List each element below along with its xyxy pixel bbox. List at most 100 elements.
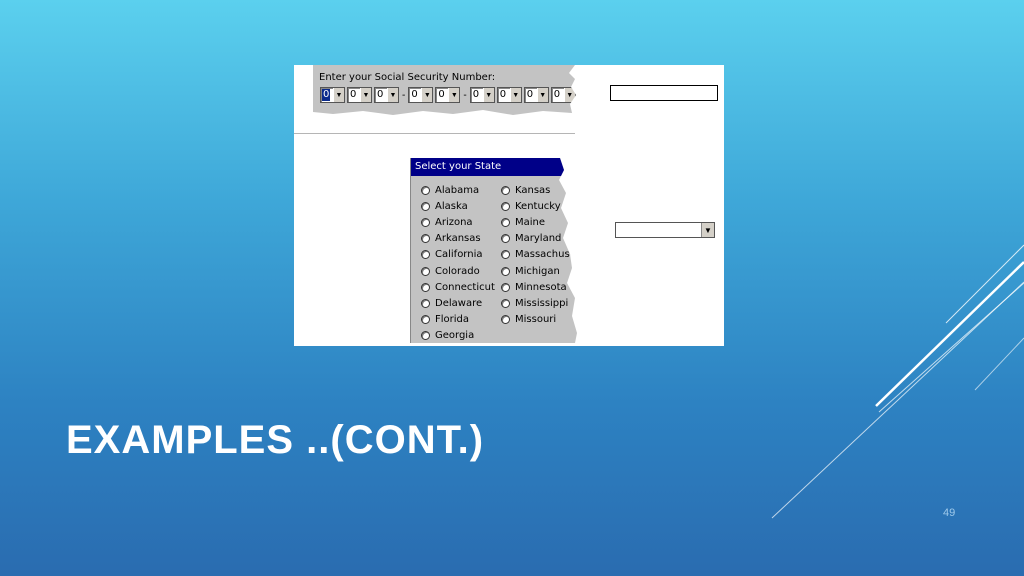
ssn-digit-spinner[interactable]: 0▼ bbox=[435, 87, 461, 103]
example-screenshot: Enter your Social Security Number: 0▼0▼0… bbox=[294, 65, 724, 346]
ssn-digit-value: 0 bbox=[526, 89, 534, 100]
ssn-digit-value: 0 bbox=[472, 89, 480, 100]
radio-button[interactable] bbox=[421, 185, 430, 195]
state-option-label: Delaware bbox=[435, 297, 483, 309]
state-radio-option[interactable]: Maine bbox=[501, 214, 577, 230]
state-radio-option[interactable]: Delaware bbox=[421, 295, 495, 311]
state-option-label: Georgia bbox=[435, 330, 475, 342]
state-option-label: Missouri bbox=[515, 314, 557, 326]
radio-button[interactable] bbox=[501, 185, 510, 195]
ssn-digit-spinner[interactable]: 0▼ bbox=[347, 87, 372, 103]
radio-button[interactable] bbox=[501, 234, 510, 244]
chevron-down-icon[interactable]: ▼ bbox=[482, 88, 494, 102]
state-radio-option[interactable]: Mississippi bbox=[501, 295, 577, 311]
chevron-down-icon[interactable]: ▼ bbox=[536, 88, 548, 102]
state-radio-option[interactable]: Kentucky bbox=[501, 198, 577, 214]
divider bbox=[294, 133, 575, 134]
chevron-down-icon[interactable]: ▼ bbox=[333, 88, 344, 102]
state-option-label: Mississippi bbox=[515, 297, 569, 309]
ssn-label: Enter your Social Security Number: bbox=[319, 72, 496, 83]
ssn-digit-value: 0 bbox=[322, 89, 330, 101]
state-radio-option[interactable]: Connecticut bbox=[421, 279, 495, 295]
state-radio-option[interactable]: Colorado bbox=[421, 263, 495, 279]
state-option-label: Maryland bbox=[515, 233, 562, 245]
ssn-digit-spinner[interactable]: 0▼ bbox=[408, 87, 434, 103]
ssn-digit-value: 0 bbox=[438, 89, 445, 100]
ssn-digit-value: 0 bbox=[377, 89, 384, 100]
radio-button[interactable] bbox=[501, 201, 510, 211]
state-radio-option[interactable]: Georgia bbox=[421, 328, 495, 343]
ssn-spinner-row: 0▼0▼0▼-0▼0▼-0▼0▼0▼0▼ bbox=[320, 87, 576, 103]
state-option-label: Massachusetts bbox=[515, 249, 589, 261]
radio-button[interactable] bbox=[421, 250, 430, 260]
radio-button[interactable] bbox=[501, 266, 510, 276]
radio-button[interactable] bbox=[421, 331, 430, 341]
chevron-down-icon[interactable]: ▼ bbox=[448, 88, 460, 102]
state-radio-option[interactable]: Arizona bbox=[421, 214, 495, 230]
radio-button[interactable] bbox=[501, 315, 510, 325]
state-radio-option[interactable]: Massachusetts bbox=[501, 247, 589, 263]
state-option-label: Michigan bbox=[515, 265, 560, 277]
state-radio-option[interactable]: Maryland bbox=[501, 231, 577, 247]
state-option-label: Colorado bbox=[435, 265, 480, 277]
state-option-label: Alabama bbox=[435, 184, 480, 196]
state-radio-option[interactable]: Florida bbox=[421, 312, 495, 328]
ssn-digit-value: 0 bbox=[553, 89, 561, 100]
radio-button[interactable] bbox=[421, 298, 430, 308]
state-option-label: Kansas bbox=[515, 184, 551, 196]
chevron-down-icon[interactable]: ▼ bbox=[360, 88, 371, 102]
state-option-label: Minnesota bbox=[515, 281, 567, 293]
ssn-separator: - bbox=[402, 89, 406, 101]
text-input[interactable] bbox=[610, 85, 718, 101]
ssn-digit-spinner[interactable]: 0▼ bbox=[496, 87, 522, 103]
dropdown-arrow-icon[interactable]: ▼ bbox=[701, 223, 714, 237]
state-radio-option[interactable]: Missouri bbox=[501, 312, 577, 328]
radio-button[interactable] bbox=[501, 250, 510, 260]
state-option-label: Arkansas bbox=[435, 233, 481, 245]
chevron-down-icon[interactable]: ▼ bbox=[563, 88, 575, 102]
state-radio-option[interactable]: Alabama bbox=[421, 182, 495, 198]
state-dropdown[interactable]: ▼ bbox=[615, 222, 715, 238]
ssn-digit-spinner[interactable]: 0▼ bbox=[550, 87, 576, 103]
slide-title: EXAMPLES ..(CONT.) bbox=[66, 418, 485, 462]
state-option-label: Maine bbox=[515, 216, 546, 228]
radio-button[interactable] bbox=[421, 234, 430, 244]
ssn-separator: - bbox=[463, 89, 467, 101]
page-number: 49 bbox=[943, 507, 956, 519]
ssn-digit-spinner[interactable]: 0▼ bbox=[469, 87, 495, 103]
state-radio-option[interactable]: Minnesota bbox=[501, 279, 577, 295]
chevron-down-icon[interactable]: ▼ bbox=[421, 88, 433, 102]
chevron-down-icon[interactable]: ▼ bbox=[387, 88, 398, 102]
radio-button[interactable] bbox=[421, 217, 430, 227]
ssn-digit-value: 0 bbox=[499, 89, 507, 100]
radio-button[interactable] bbox=[421, 315, 430, 325]
state-option-label: Arizona bbox=[435, 216, 473, 228]
ssn-digit-spinner[interactable]: 0▼ bbox=[374, 87, 399, 103]
state-radio-option[interactable]: Arkansas bbox=[421, 231, 495, 247]
ssn-digit-value: 0 bbox=[411, 89, 418, 100]
radio-button[interactable] bbox=[501, 298, 510, 308]
ssn-digit-spinner[interactable]: 0▼ bbox=[523, 87, 549, 103]
state-option-label: Florida bbox=[435, 314, 470, 326]
state-option-label: Connecticut bbox=[435, 281, 495, 293]
radio-button[interactable] bbox=[421, 282, 430, 292]
ssn-digit-spinner[interactable]: 0▼ bbox=[320, 87, 345, 103]
radio-button[interactable] bbox=[501, 217, 510, 227]
state-radio-option[interactable]: Alaska bbox=[421, 198, 495, 214]
ssn-panel: Enter your Social Security Number: 0▼0▼0… bbox=[313, 65, 576, 115]
state-option-label: Alaska bbox=[435, 200, 468, 212]
chevron-down-icon[interactable]: ▼ bbox=[509, 88, 521, 102]
ssn-digit-value: 0 bbox=[350, 89, 357, 100]
radio-button[interactable] bbox=[421, 201, 430, 211]
radio-button[interactable] bbox=[421, 266, 430, 276]
state-radio-option[interactable]: California bbox=[421, 247, 495, 263]
state-radio-option[interactable]: Kansas bbox=[501, 182, 577, 198]
state-option-label: California bbox=[435, 249, 483, 261]
radio-button[interactable] bbox=[501, 282, 510, 292]
state-radio-option[interactable]: Michigan bbox=[501, 263, 577, 279]
state-option-label: Kentucky bbox=[515, 200, 561, 212]
